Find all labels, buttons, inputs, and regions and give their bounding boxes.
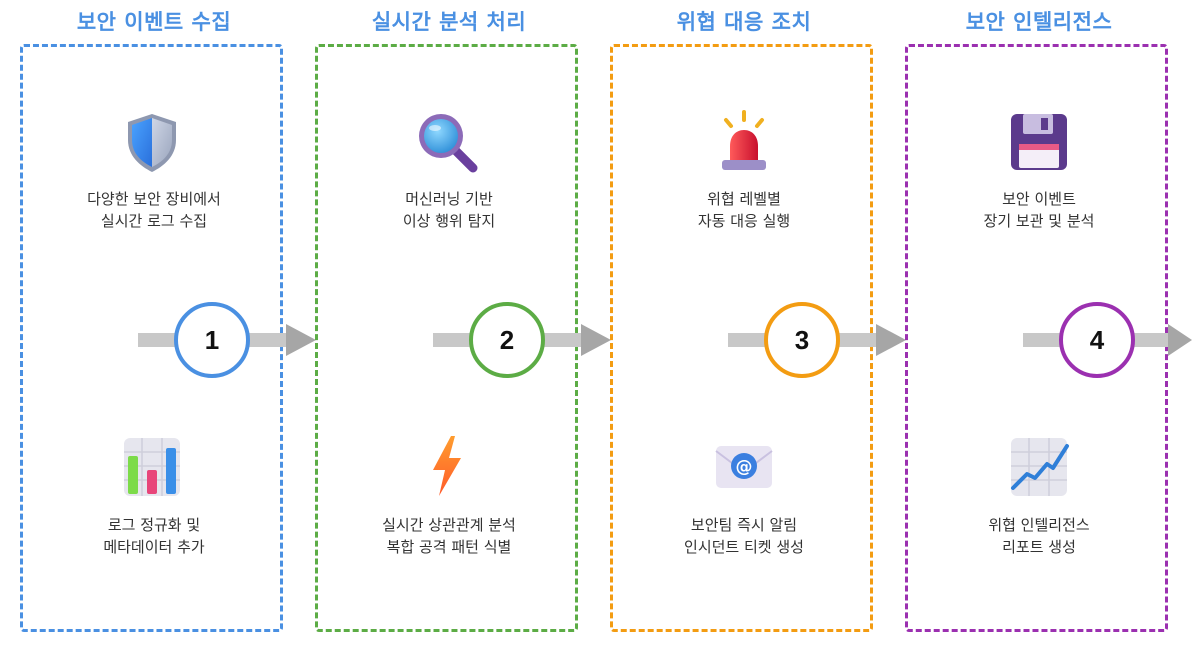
stage-1-title: 보안 이벤트 수집	[76, 10, 232, 34]
stage-4-title: 보안 인텔리전스	[965, 10, 1113, 34]
arrow-head-4	[1168, 324, 1192, 356]
siren-icon	[712, 110, 776, 174]
arrow-head-3	[876, 324, 906, 356]
lightning-icon	[415, 434, 479, 498]
trend-chart-icon	[1007, 434, 1071, 498]
shield-icon	[120, 110, 184, 174]
arrow-head-1	[286, 324, 316, 356]
floppy-disk-icon	[1007, 110, 1071, 174]
stage-2-number: 2	[469, 302, 545, 378]
email-icon: @	[712, 434, 776, 498]
stage-3-number: 3	[764, 302, 840, 378]
stage-4-number: 4	[1059, 302, 1135, 378]
stage-1-number: 1	[174, 302, 250, 378]
arrow-head-2	[581, 324, 611, 356]
stage-2-title: 실시간 분석 처리	[371, 10, 527, 34]
stage-3-title: 위협 대응 조치	[676, 10, 812, 34]
magnifier-icon	[415, 110, 479, 174]
bar-chart-icon	[120, 434, 184, 498]
svg-text:@: @	[736, 457, 753, 477]
